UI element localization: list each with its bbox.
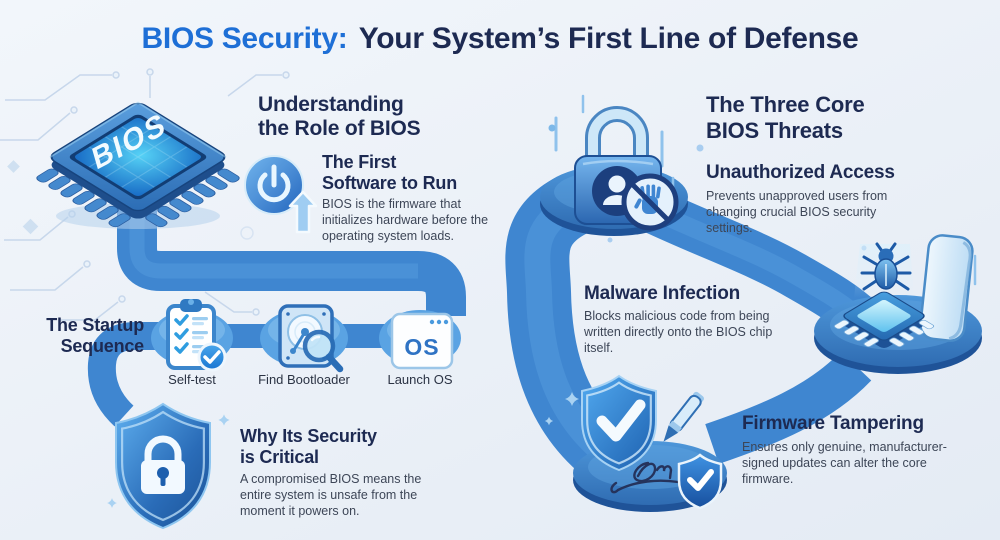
checklist-rows	[174, 314, 208, 354]
shield-padlock-icon	[115, 402, 211, 530]
critical-body: A compromised BIOS means the entire syst…	[240, 472, 422, 518]
threat-title-firmware-tampering: Firmware Tampering	[742, 413, 924, 434]
step-label-find-bootloader: Find Bootloader	[258, 372, 350, 387]
chip-top-face	[49, 101, 227, 212]
small-check-shield	[677, 453, 723, 510]
critical-heading: Why Its Security is Critical	[240, 426, 377, 467]
role-heading: Understanding the Role of BIOS	[258, 93, 421, 141]
check-badge	[197, 342, 227, 372]
threat-body-firmware-tampering: Ensures only genuine, manufacturer-signe…	[742, 440, 947, 486]
no-access-hand-badge	[621, 173, 679, 231]
os-window-icon: OS	[390, 312, 454, 370]
bug-on-chip-icon	[833, 234, 974, 348]
threat-body-malware-infection: Blocks malicious code from being written…	[584, 309, 773, 355]
threat-body-unauthorized-access: Prevents unapproved users from changing …	[706, 189, 888, 235]
role-card-body: BIOS is the firmware that initializes ha…	[322, 197, 489, 243]
startup-heading: The Startup Sequence	[46, 315, 144, 356]
verified-shield	[581, 374, 657, 472]
up-arrow	[288, 190, 318, 234]
os-label: OS	[404, 334, 439, 360]
power-button-icon	[244, 155, 318, 234]
threats-heading: The Three Core BIOS Threats	[706, 92, 865, 143]
window-dots	[429, 319, 449, 325]
padlock	[141, 435, 185, 494]
role-card-title: The First Software to Run	[322, 152, 457, 193]
step-label-self-test: Self-test	[168, 372, 216, 387]
power-symbol	[257, 164, 291, 203]
bios-chip-icon: BIOS	[36, 101, 240, 228]
title-rest: Your System’s First Line of Defense	[358, 22, 859, 55]
mini-chip	[833, 291, 935, 348]
signed-shield-pen-icon	[581, 374, 723, 510]
step-label-launch-os: Launch OS	[387, 372, 453, 387]
magnifier	[302, 329, 344, 373]
page-title: BIOS Security: Your System’s First Line o…	[0, 22, 1000, 56]
signature-squiggle	[610, 461, 680, 494]
panel-card	[919, 234, 974, 342]
bug-glyph	[860, 242, 912, 291]
checklist-clipboard-icon	[166, 299, 227, 372]
padlock-user-icon	[574, 106, 662, 225]
pen-icon	[663, 391, 704, 442]
threat-title-unauthorized-access: Unauthorized Access	[706, 162, 895, 183]
hard-drive-search-icon	[278, 304, 344, 373]
title-highlight: BIOS Security:	[141, 22, 348, 55]
threat-title-malware-infection: Malware Infection	[584, 283, 741, 304]
